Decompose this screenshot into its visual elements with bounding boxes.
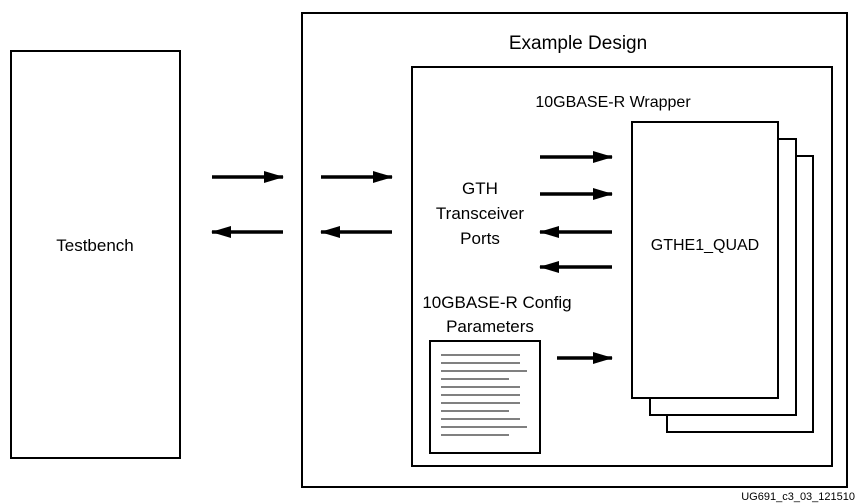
config-document-icon <box>429 340 541 454</box>
quad-box <box>631 121 779 399</box>
quad-label: GTHE1_QUAD <box>651 237 759 254</box>
ports-label-line2: Transceiver <box>436 204 525 223</box>
ports-label-line1: GTH <box>462 179 498 198</box>
testbench-label: Testbench <box>56 236 134 255</box>
testbench-box <box>10 50 181 459</box>
wrapper-label: 10GBASE-R Wrapper <box>535 94 691 111</box>
ports-label-line3: Ports <box>460 229 500 248</box>
config-label-line2: Parameters <box>446 317 534 336</box>
example-design-label: Example Design <box>509 33 647 54</box>
config-label-line1: 10GBASE-R Config <box>422 293 571 312</box>
figure-id: UG691_c3_03_121510 <box>741 491 855 503</box>
